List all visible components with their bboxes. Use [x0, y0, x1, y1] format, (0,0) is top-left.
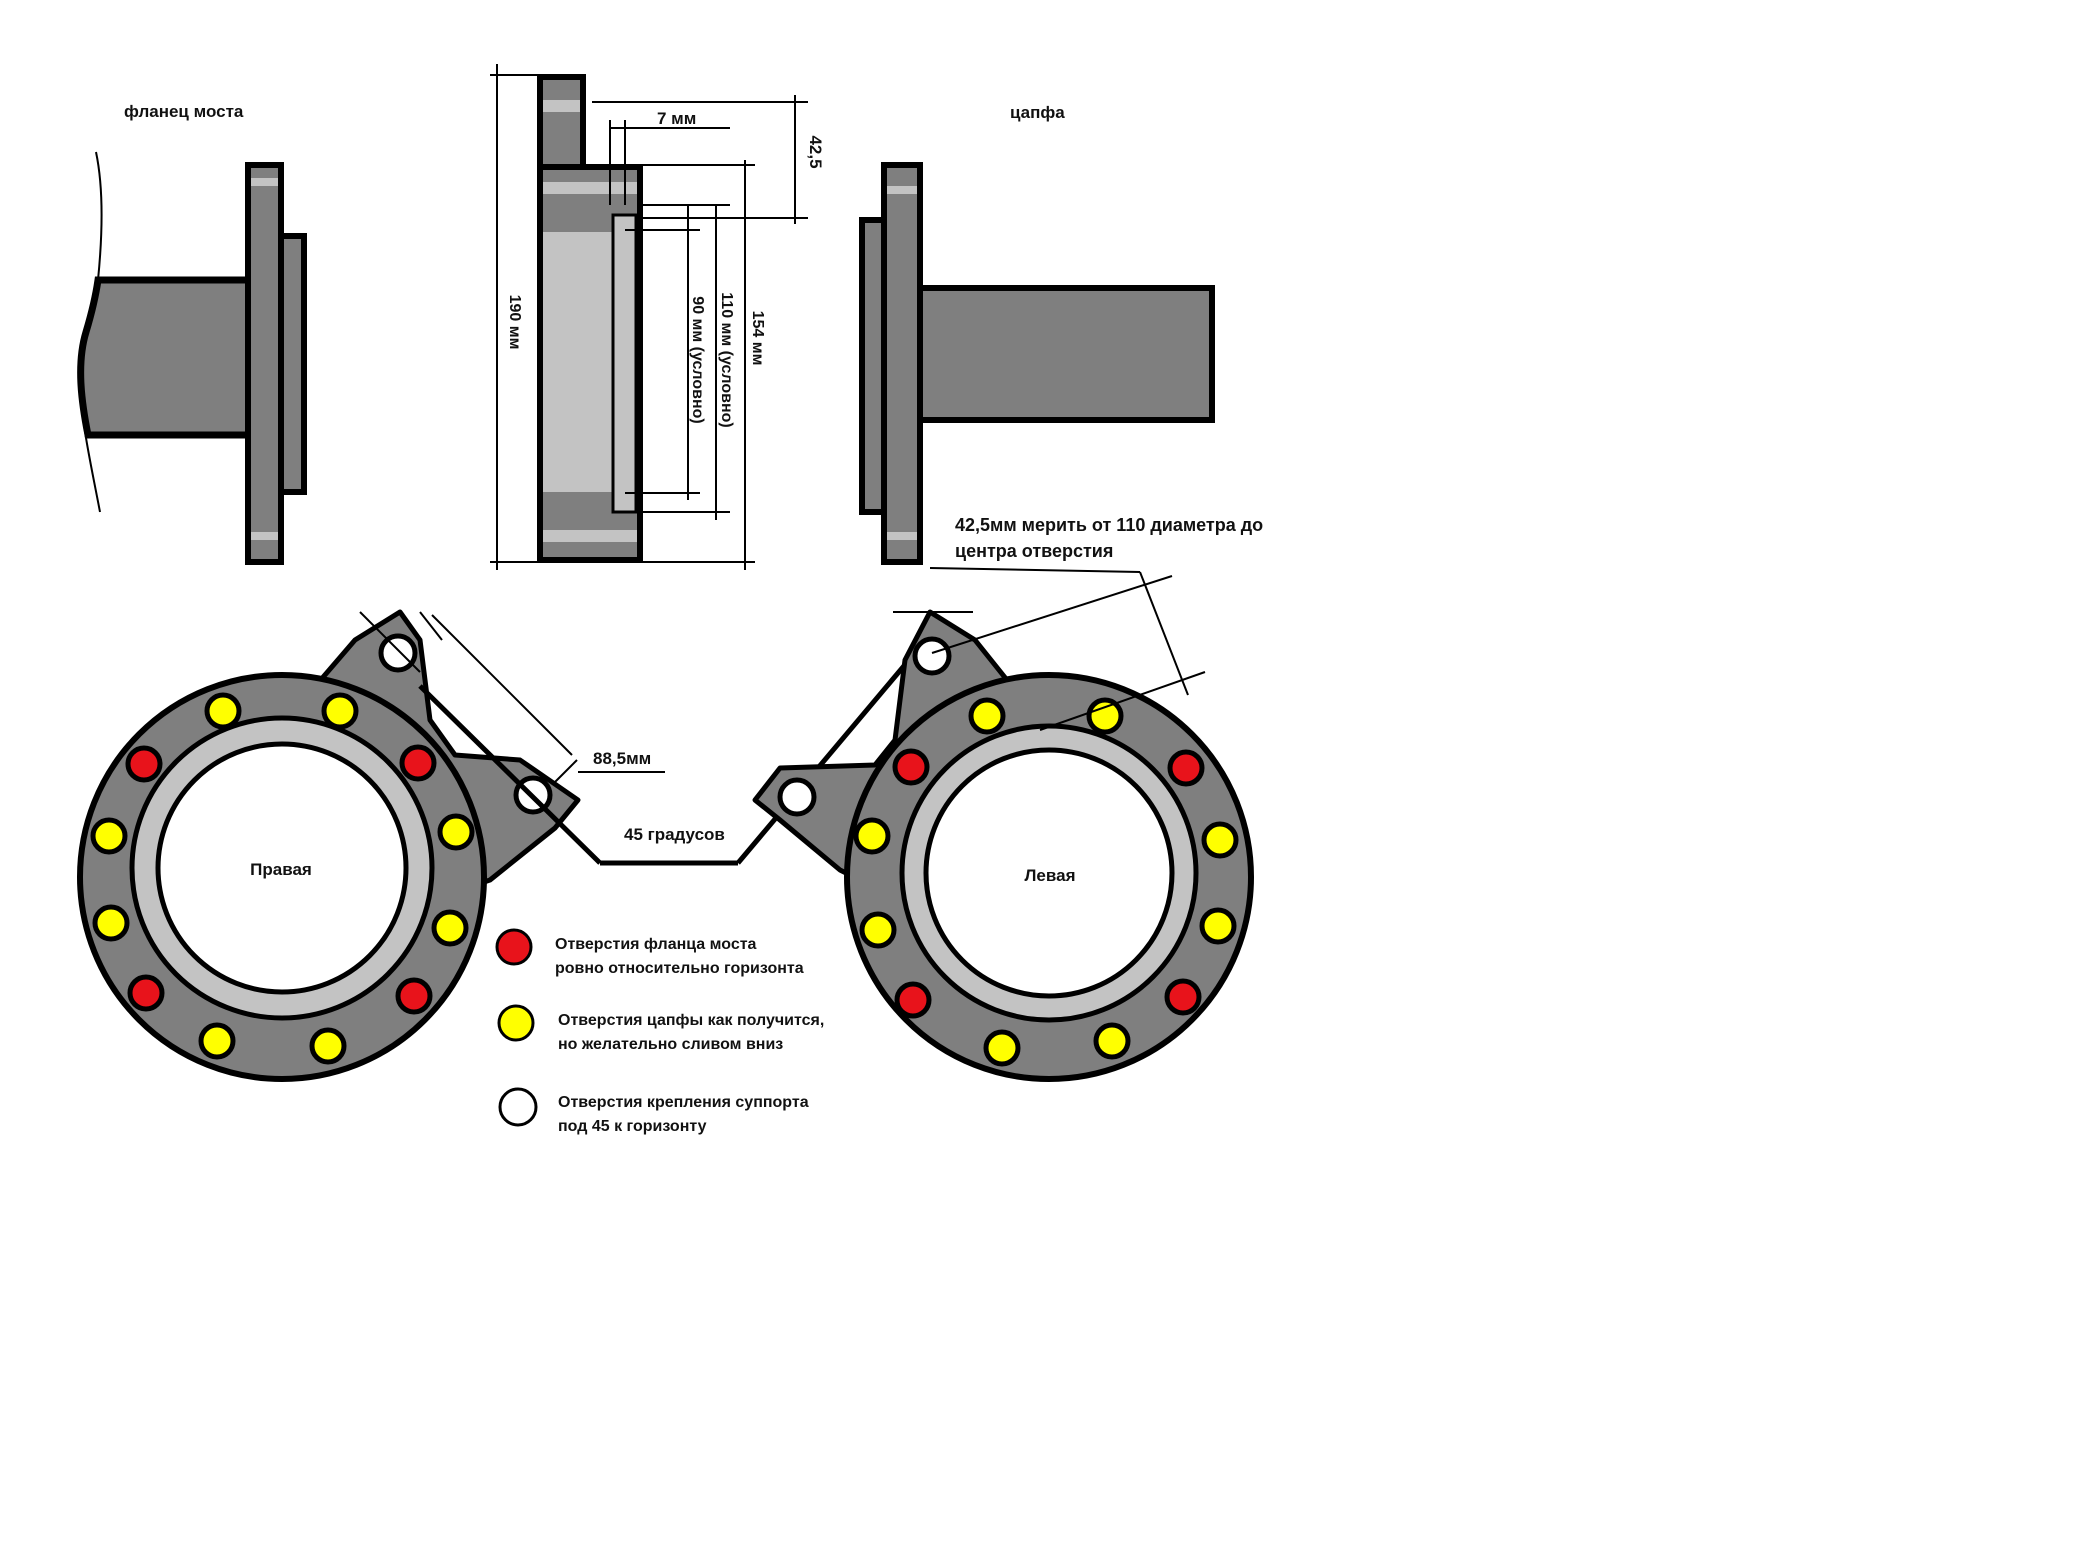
right-trunnion-hole [309, 1027, 347, 1065]
left-trunnion-hole [983, 1029, 1021, 1067]
section-view: 42,5 7 мм 190 мм 90 мм (условно) 110 мм … [490, 64, 825, 570]
section-bottom-slot [543, 530, 637, 542]
left-bridge-hole [892, 748, 930, 786]
dim-154mm: 154 мм [749, 311, 766, 366]
trunnion-flange [881, 162, 923, 565]
left-42-5-dimension [893, 567, 1206, 731]
bridge-flange-title: фланец моста [124, 102, 244, 121]
right-bridge-hole [395, 977, 433, 1015]
section-bore [543, 232, 615, 492]
right-trunnion-hole [204, 692, 242, 730]
left-bridge-hole [1164, 978, 1202, 1016]
trunnion-side-view: цапфа [859, 103, 1215, 565]
trunnion-pilot [859, 217, 887, 515]
left-trunnion-hole [1199, 907, 1237, 945]
left-wheel-assembly: Левая 42,5мм мерить от 110 диаметра до ц… [752, 515, 1263, 1082]
flange-disc [245, 162, 284, 565]
right-bridge-hole [127, 974, 165, 1012]
trunnion-slot-top [887, 186, 917, 194]
axle-break-line [78, 151, 103, 513]
section-upper-lug-hole [543, 100, 580, 112]
right-bridge-hole [125, 745, 163, 783]
right-trunnion-hole [431, 909, 469, 947]
left-trunnion-hole [968, 697, 1006, 735]
flange-bolt-slot-bottom [251, 532, 278, 540]
left-bridge-hole [894, 981, 932, 1019]
right-wheel-assembly: Правая 88,5мм [77, 609, 665, 1082]
right-trunnion-hole [90, 817, 128, 855]
section-top-slot [543, 182, 637, 194]
section-upper-lug [537, 74, 586, 170]
left-measure-note-line2: центра отверстия [955, 541, 1113, 561]
section-pilot-ring [611, 213, 638, 514]
legend-bridge-line2: ровно относительно горизонта [555, 960, 804, 977]
left-trunnion-hole [1086, 697, 1124, 735]
angle-45-label: 45 градусов [624, 825, 725, 844]
left-trunnion-hole [853, 817, 891, 855]
flange-bolt-slot-top [251, 178, 278, 186]
right-trunnion-hole [198, 1022, 236, 1060]
right-trunnion-hole [437, 813, 475, 851]
left-trunnion-hole [859, 911, 897, 949]
legend-caliper-line1: Отверстия крепления суппорта [558, 1094, 809, 1111]
right-trunnion-hole [321, 692, 359, 730]
angle-45-lines [418, 633, 932, 866]
legend: Отверстия фланца моста ровно относительн… [495, 928, 824, 1135]
left-bridge-hole [1167, 749, 1205, 787]
trunnion-slot-bottom [887, 532, 917, 540]
legend-trunnion-line1: Отверстия цапфы как получится, [558, 1012, 824, 1029]
right-bridge-hole [399, 744, 437, 782]
left-wheel-label: Левая [1025, 866, 1076, 885]
flange-pilot [278, 233, 307, 495]
legend-bridge-line1: Отверстия фланца моста [555, 936, 757, 953]
trunnion-spindle [917, 285, 1215, 423]
dimension-lines [490, 64, 808, 570]
dim-190mm: 190 мм [506, 295, 523, 350]
dim-90mm: 90 мм (условно) [689, 296, 706, 423]
left-caliper-hole-top [912, 636, 952, 676]
trunnion-title: цапфа [1010, 103, 1065, 122]
dim-88-5: 88,5мм [593, 749, 651, 768]
legend-caliper-hole-swatch [498, 1087, 538, 1127]
dim-42-5-top: 42,5 [806, 135, 825, 168]
legend-trunnion-line2: но желательно сливом вниз [558, 1036, 783, 1053]
bridge-flange-side-view: фланец моста [77, 102, 307, 565]
axle-beam [77, 276, 254, 439]
right-caliper-hole-top [378, 633, 418, 673]
left-measure-note-line1: 42,5мм мерить от 110 диаметра до [955, 515, 1263, 535]
left-caliper-hole-bottom [777, 777, 817, 817]
dim-110mm: 110 мм (условно) [718, 292, 735, 427]
right-wheel-label: Правая [250, 860, 312, 879]
legend-bridge-hole-swatch [495, 928, 533, 966]
left-trunnion-hole [1201, 821, 1239, 859]
right-bore [155, 741, 409, 995]
right-88-5-dimension [359, 611, 665, 783]
left-trunnion-hole [1093, 1022, 1131, 1060]
left-bore [923, 747, 1175, 999]
legend-caliper-line2: под 45 к горизонту [558, 1118, 707, 1135]
right-trunnion-hole [92, 904, 130, 942]
dim-7mm: 7 мм [657, 109, 696, 128]
legend-trunnion-hole-swatch [497, 1004, 535, 1042]
